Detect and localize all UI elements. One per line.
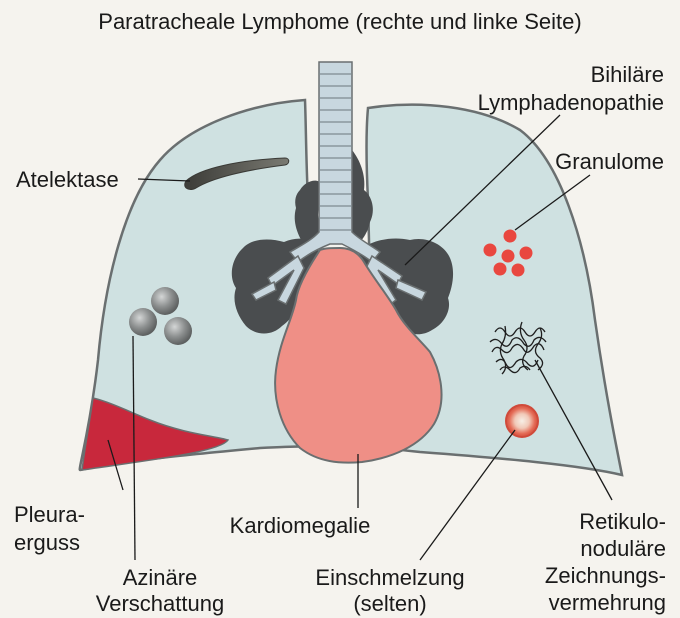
label-pleura-line1: Pleura- — [14, 503, 134, 527]
label-retikulo-line3: Zeichnungs- — [500, 564, 666, 588]
label-einschmelzung-line2: (selten) — [290, 592, 490, 616]
label-azinaer-line1: Azinäre — [70, 566, 250, 590]
label-retikulo-line1: Retikulo- — [500, 510, 666, 534]
label-retikulo-line2: noduläre — [500, 537, 666, 561]
label-retikulo-line4: vermehrung — [500, 591, 666, 615]
label-bihilar-line1: Bihiläre — [440, 63, 664, 87]
label-kardiomegalie: Kardiomegalie — [210, 514, 390, 538]
label-einschmelzung-line1: Einschmelzung — [290, 566, 490, 590]
label-atelektase: Atelektase — [16, 168, 156, 192]
label-bihilar-line2: Lymphadenopathie — [440, 91, 664, 115]
cavitation — [506, 405, 538, 437]
label-granulome: Granulome — [500, 150, 664, 174]
label-paratracheal-lymphoma: Paratracheale Lymphome (rechte und linke… — [60, 10, 620, 34]
label-pleura-line2: erguss — [14, 531, 134, 555]
label-azinaer-line2: Verschattung — [70, 592, 250, 616]
